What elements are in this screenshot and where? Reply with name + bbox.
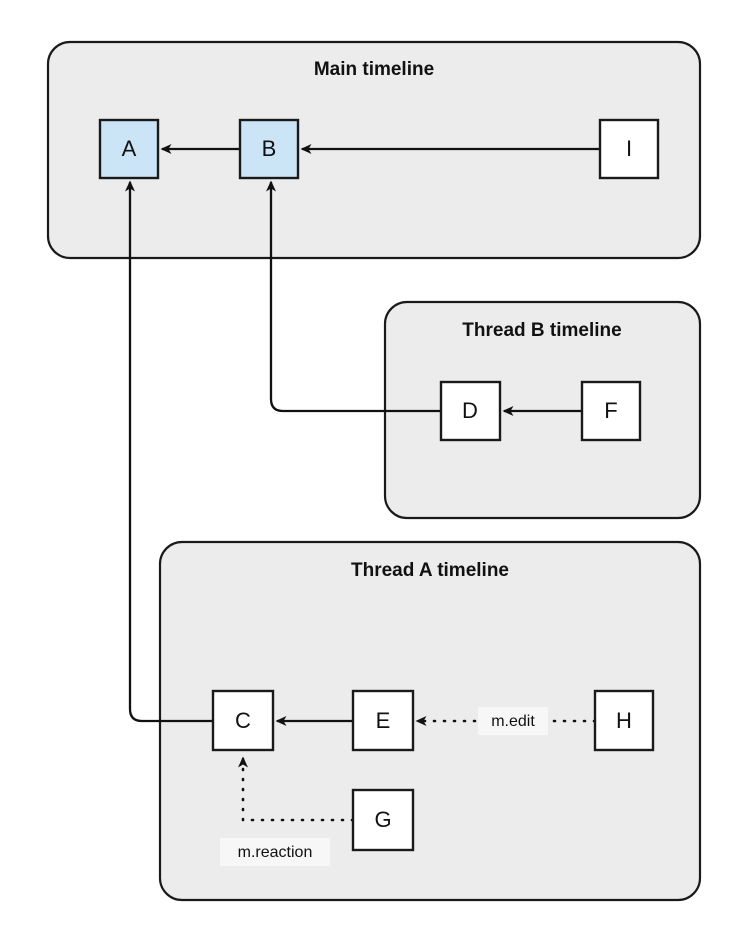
node-a-box[interactable] <box>98 118 160 180</box>
edge-d-to-b <box>266 180 441 413</box>
node-i-box[interactable] <box>598 118 660 180</box>
node-a[interactable]: A <box>98 118 160 180</box>
node-c-label: C <box>235 708 251 733</box>
edge-label-m-edit-plate <box>478 707 548 735</box>
node-i-label: I <box>626 136 632 161</box>
node-d-box[interactable] <box>439 380 502 442</box>
node-b[interactable]: B <box>238 118 300 180</box>
node-g-box[interactable] <box>351 788 415 852</box>
node-h-box[interactable] <box>593 689 655 752</box>
edge-label-m-reaction-text: m.reaction <box>238 844 313 861</box>
edge-label-m-reaction-plate <box>220 838 330 866</box>
node-i[interactable]: I <box>598 118 660 180</box>
node-e-label: E <box>376 708 391 733</box>
node-a-label: A <box>122 136 137 161</box>
node-f[interactable]: F <box>580 380 642 442</box>
node-d-label: D <box>462 398 478 423</box>
group-thread-b-timeline-title: Thread B timeline <box>462 320 621 341</box>
edge-g-to-c <box>238 756 355 822</box>
edge-label-m-edit: m.edit <box>478 707 548 735</box>
node-f-label: F <box>604 398 617 423</box>
node-h[interactable]: H <box>593 689 655 752</box>
node-g[interactable]: G <box>351 788 415 852</box>
edge-label-m-reaction: m.reaction <box>220 838 330 866</box>
node-c[interactable]: C <box>211 689 275 752</box>
node-e-box[interactable] <box>351 689 415 752</box>
node-e[interactable]: E <box>351 689 415 752</box>
edge-label-m-edit-text: m.edit <box>491 713 535 730</box>
node-h-label: H <box>616 708 632 733</box>
node-g-label: G <box>374 807 391 832</box>
node-b-label: B <box>262 136 277 161</box>
group-main-timeline-title: Main timeline <box>314 59 434 80</box>
group-thread-a-timeline-title: Thread A timeline <box>351 560 509 581</box>
node-f-box[interactable] <box>580 380 642 442</box>
node-d[interactable]: D <box>439 380 502 442</box>
node-b-box[interactable] <box>238 118 300 180</box>
node-c-box[interactable] <box>211 689 275 752</box>
edge-c-to-a <box>125 180 213 723</box>
